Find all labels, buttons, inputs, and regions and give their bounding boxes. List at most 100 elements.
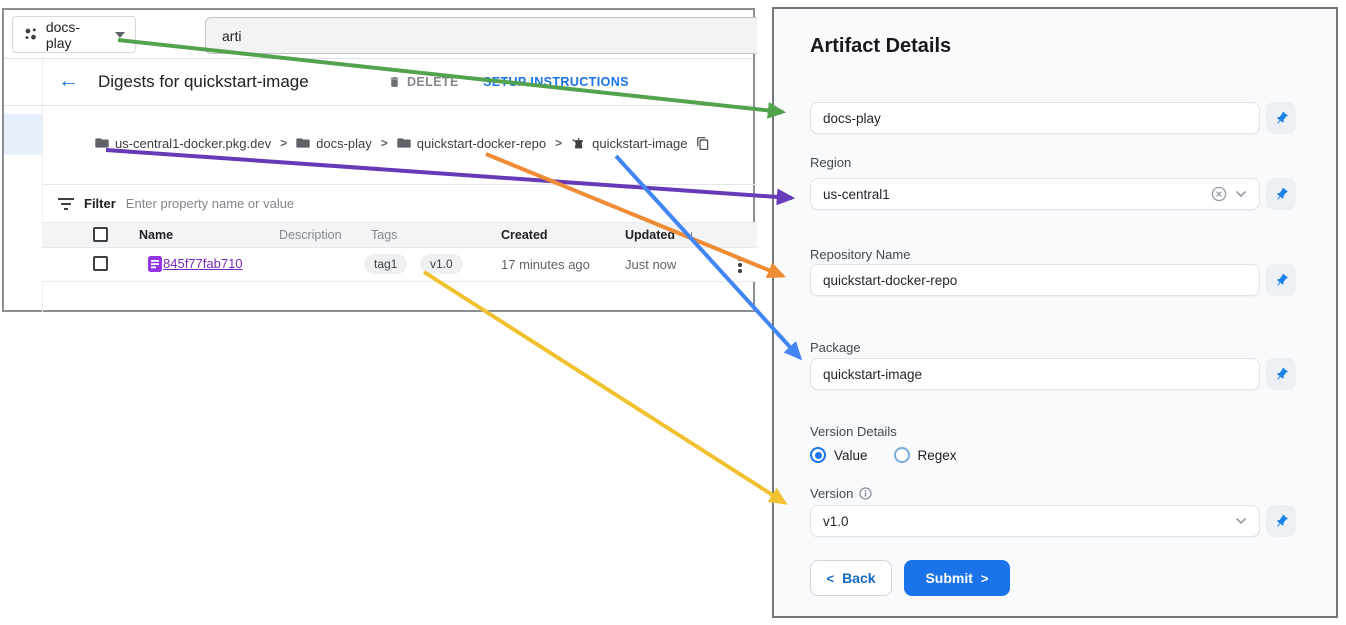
breadcrumb-item-project[interactable]: docs-play — [296, 136, 372, 151]
nav-divider — [42, 59, 43, 313]
radio-unselected-icon — [893, 447, 910, 463]
setup-instructions-label: SETUP INSTRUCTIONS — [483, 75, 629, 89]
trash-icon — [390, 77, 399, 87]
project-field-value: docs-play — [823, 110, 881, 126]
version-details-radio-group: Value Regex — [810, 447, 957, 463]
version-label-row: Version — [810, 486, 872, 501]
filter-input[interactable] — [125, 196, 748, 211]
column-header-updated[interactable]: Updated — [625, 228, 675, 242]
breadcrumb-label: quickstart-image — [592, 135, 688, 151]
panel-title: Artifact Details — [810, 35, 952, 57]
back-arrow-icon[interactable]: ← — [58, 69, 79, 92]
updated-cell: Just now — [625, 257, 677, 272]
table-header-row: Name Description Tags Created Updated ↓ — [42, 222, 757, 248]
repository-field-value: quickstart-docker-repo — [823, 272, 958, 288]
breadcrumb-label: quickstart-docker-repo — [416, 135, 547, 151]
pin-package-button[interactable] — [1266, 358, 1296, 390]
version-details-label: Version Details — [810, 424, 897, 439]
folder-icon — [296, 138, 310, 148]
breadcrumb-item-registry-host[interactable]: us-central1-docker.pkg.dev — [95, 136, 271, 151]
filter-icon — [58, 197, 74, 210]
sort-desc-icon[interactable]: ↓ — [688, 227, 695, 243]
region-label: Region — [810, 155, 852, 170]
artifact-details-panel: Artifact Details docs-play Region us-cen… — [772, 7, 1338, 618]
radio-option-label: Value — [834, 447, 868, 463]
table-row: 845f77fab710 tag1 v1.0 17 minutes ago Ju… — [42, 248, 757, 282]
container-image-icon — [572, 137, 584, 148]
back-button[interactable]: < Back — [810, 560, 892, 596]
package-field[interactable]: quickstart-image — [810, 358, 1260, 390]
package-label: Package — [810, 340, 861, 355]
radio-selected-icon — [810, 447, 826, 463]
page-title: Digests for quickstart-image — [98, 72, 309, 91]
clear-icon[interactable] — [1211, 186, 1227, 202]
radio-option-value[interactable]: Value — [810, 447, 868, 463]
caret-down-icon — [115, 31, 125, 38]
project-field[interactable]: docs-play — [810, 102, 1260, 134]
chevron-right-icon: > — [980, 570, 989, 586]
pin-version-button[interactable] — [1266, 505, 1296, 537]
digest-link[interactable]: 845f77fab710 — [163, 256, 243, 271]
console-screenshot: docs-play ← Digests for quickstart-image… — [2, 8, 757, 313]
console-topbar: docs-play — [4, 10, 757, 59]
row-overflow-menu-icon[interactable] — [736, 255, 744, 275]
folder-icon — [397, 138, 411, 148]
breadcrumb-item-image[interactable]: quickstart-image — [571, 136, 687, 151]
column-header-name[interactable]: Name — [139, 228, 174, 242]
project-selector[interactable]: docs-play — [12, 16, 136, 53]
breadcrumb-separator: > — [380, 136, 388, 150]
copy-path-button[interactable] — [696, 136, 710, 151]
breadcrumb: us-central1-docker.pkg.dev > docs-play >… — [95, 130, 710, 156]
project-selector-label: docs-play — [45, 18, 81, 51]
pin-icon — [1276, 367, 1288, 380]
digest-icon — [148, 256, 162, 272]
region-field[interactable]: us-central1 — [810, 178, 1260, 210]
breadcrumb-label: docs-play — [316, 135, 372, 151]
delete-button-label: DELETE — [407, 75, 459, 89]
breadcrumb-separator: > — [280, 136, 288, 150]
page-header: ← Digests for quickstart-image DELETE SE… — [4, 59, 753, 106]
folder-icon — [95, 138, 109, 148]
radio-option-label: Regex — [917, 447, 957, 463]
pin-icon — [1276, 514, 1288, 527]
repository-field[interactable]: quickstart-docker-repo — [810, 264, 1260, 296]
nav-highlight — [4, 114, 42, 155]
pin-icon — [1276, 273, 1288, 286]
radio-option-regex[interactable]: Regex — [893, 447, 957, 463]
version-label: Version — [810, 486, 854, 501]
filter-label: Filter — [84, 196, 116, 211]
pin-icon — [1276, 187, 1288, 200]
delete-button[interactable]: DELETE — [388, 75, 459, 89]
breadcrumb-item-repository[interactable]: quickstart-docker-repo — [397, 136, 546, 151]
row-checkbox[interactable] — [93, 256, 108, 271]
tag-pill[interactable]: tag1 — [364, 254, 408, 274]
pin-project-button[interactable] — [1266, 102, 1296, 134]
info-icon[interactable] — [859, 487, 872, 500]
filter-bar: Filter — [58, 185, 748, 222]
search-input[interactable] — [222, 27, 741, 44]
pin-repository-button[interactable] — [1266, 264, 1296, 296]
project-icon — [25, 28, 36, 40]
submit-button[interactable]: Submit > — [904, 560, 1010, 596]
back-button-label: Back — [842, 570, 876, 586]
package-field-value: quickstart-image — [823, 366, 923, 382]
version-field-value: v1.0 — [823, 513, 849, 529]
copy-icon — [697, 136, 709, 150]
column-header-description: Description — [279, 228, 342, 242]
column-header-created[interactable]: Created — [501, 228, 548, 242]
breadcrumb-separator: > — [555, 136, 563, 150]
pin-region-button[interactable] — [1266, 178, 1296, 210]
tag-pill[interactable]: v1.0 — [420, 254, 463, 274]
breadcrumb-label: us-central1-docker.pkg.dev — [115, 135, 272, 151]
version-field[interactable]: v1.0 — [810, 505, 1260, 537]
select-all-checkbox[interactable] — [93, 227, 108, 242]
setup-instructions-button[interactable]: SETUP INSTRUCTIONS — [483, 75, 629, 89]
column-header-tags: Tags — [371, 228, 398, 242]
pin-icon — [1276, 111, 1288, 124]
chevron-down-icon[interactable] — [1235, 190, 1247, 198]
repository-label: Repository Name — [810, 247, 911, 262]
region-field-value: us-central1 — [823, 186, 890, 202]
chevron-down-icon[interactable] — [1235, 517, 1247, 525]
chevron-left-icon: < — [826, 570, 835, 586]
